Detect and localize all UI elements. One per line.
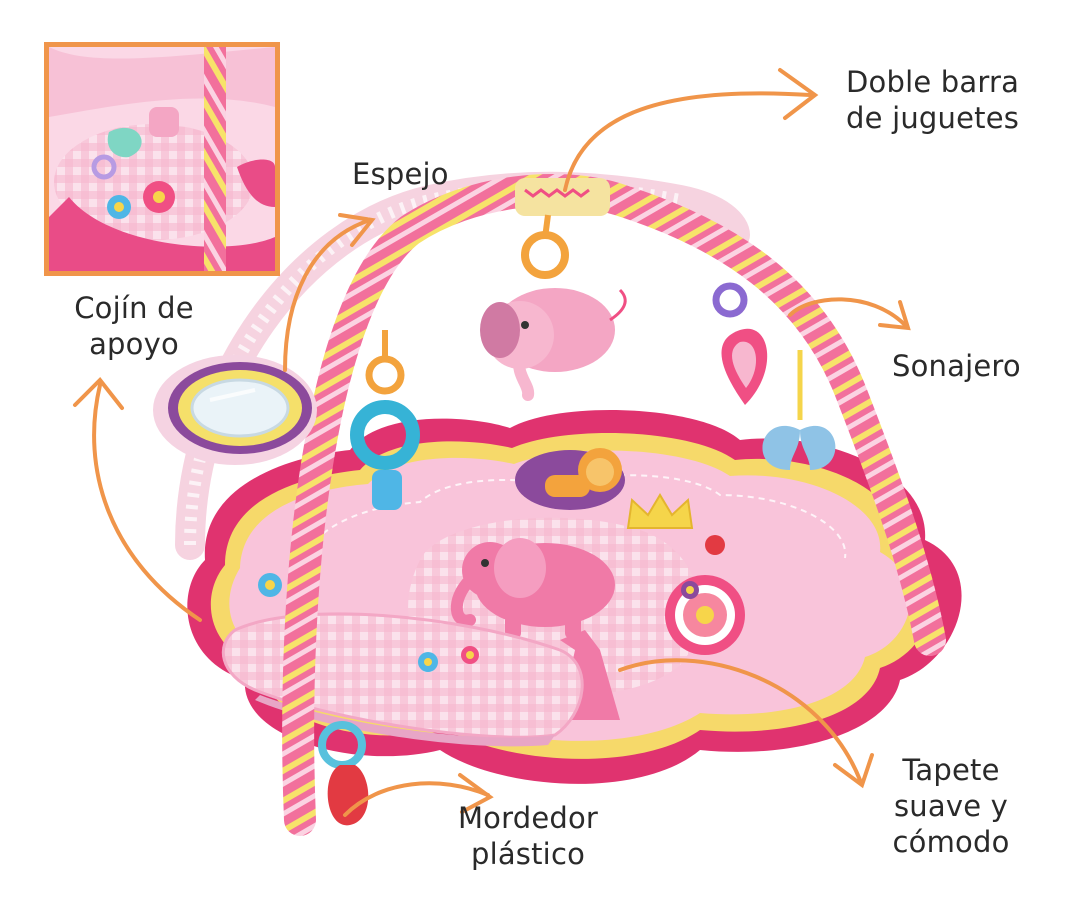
label-doble-barra-line2: de juguetes [846, 101, 1020, 135]
arrow-sonajero [788, 297, 911, 331]
label-sonajero: Sonajero [892, 348, 1021, 384]
label-cojin-line1: Cojín de [74, 291, 194, 325]
arrow-espejo [283, 213, 376, 372]
arrow-cojin [73, 376, 202, 622]
label-tapete-line1: Tapete [902, 753, 1000, 787]
elephant-icon [450, 538, 615, 639]
label-mordedor-line1: Mordedor [457, 801, 599, 835]
label-tapete-line3: cómodo [892, 825, 1010, 859]
label-cojin: Cojín de apoyo [64, 290, 204, 362]
rattle-icon [712, 282, 768, 405]
label-espejo-line1: Espejo [352, 157, 449, 191]
label-sonajero-line1: Sonajero [892, 349, 1021, 383]
cushion-closeup-image [49, 47, 275, 271]
label-doble-barra: Doble barra de juguetes [846, 64, 1019, 136]
arrow-tapete [618, 658, 874, 789]
lion-icon [515, 448, 625, 510]
label-tapete-line2: suave y [893, 789, 1009, 823]
label-mordedor-line2: plástico [470, 837, 586, 871]
arrow-doble-barra [563, 68, 819, 192]
hanging-elephant-icon [480, 214, 627, 401]
teether-icon [318, 721, 369, 826]
label-tapete: Tapete suave y cómodo [876, 752, 1026, 860]
label-doble-barra-line1: Doble barra [846, 65, 1020, 99]
teether-ring-icon [350, 330, 420, 510]
toy-bar-clip [515, 178, 610, 216]
butterfly-icon [762, 350, 836, 470]
label-espejo: Espejo [352, 156, 449, 192]
mirror-icon [153, 355, 317, 465]
cushion-closeup-inset [44, 42, 280, 276]
arrow-mordedor [343, 773, 494, 817]
label-cojin-line2: apoyo [89, 327, 179, 361]
crown-icon [626, 493, 694, 529]
label-mordedor: Mordedor plástico [448, 800, 608, 872]
